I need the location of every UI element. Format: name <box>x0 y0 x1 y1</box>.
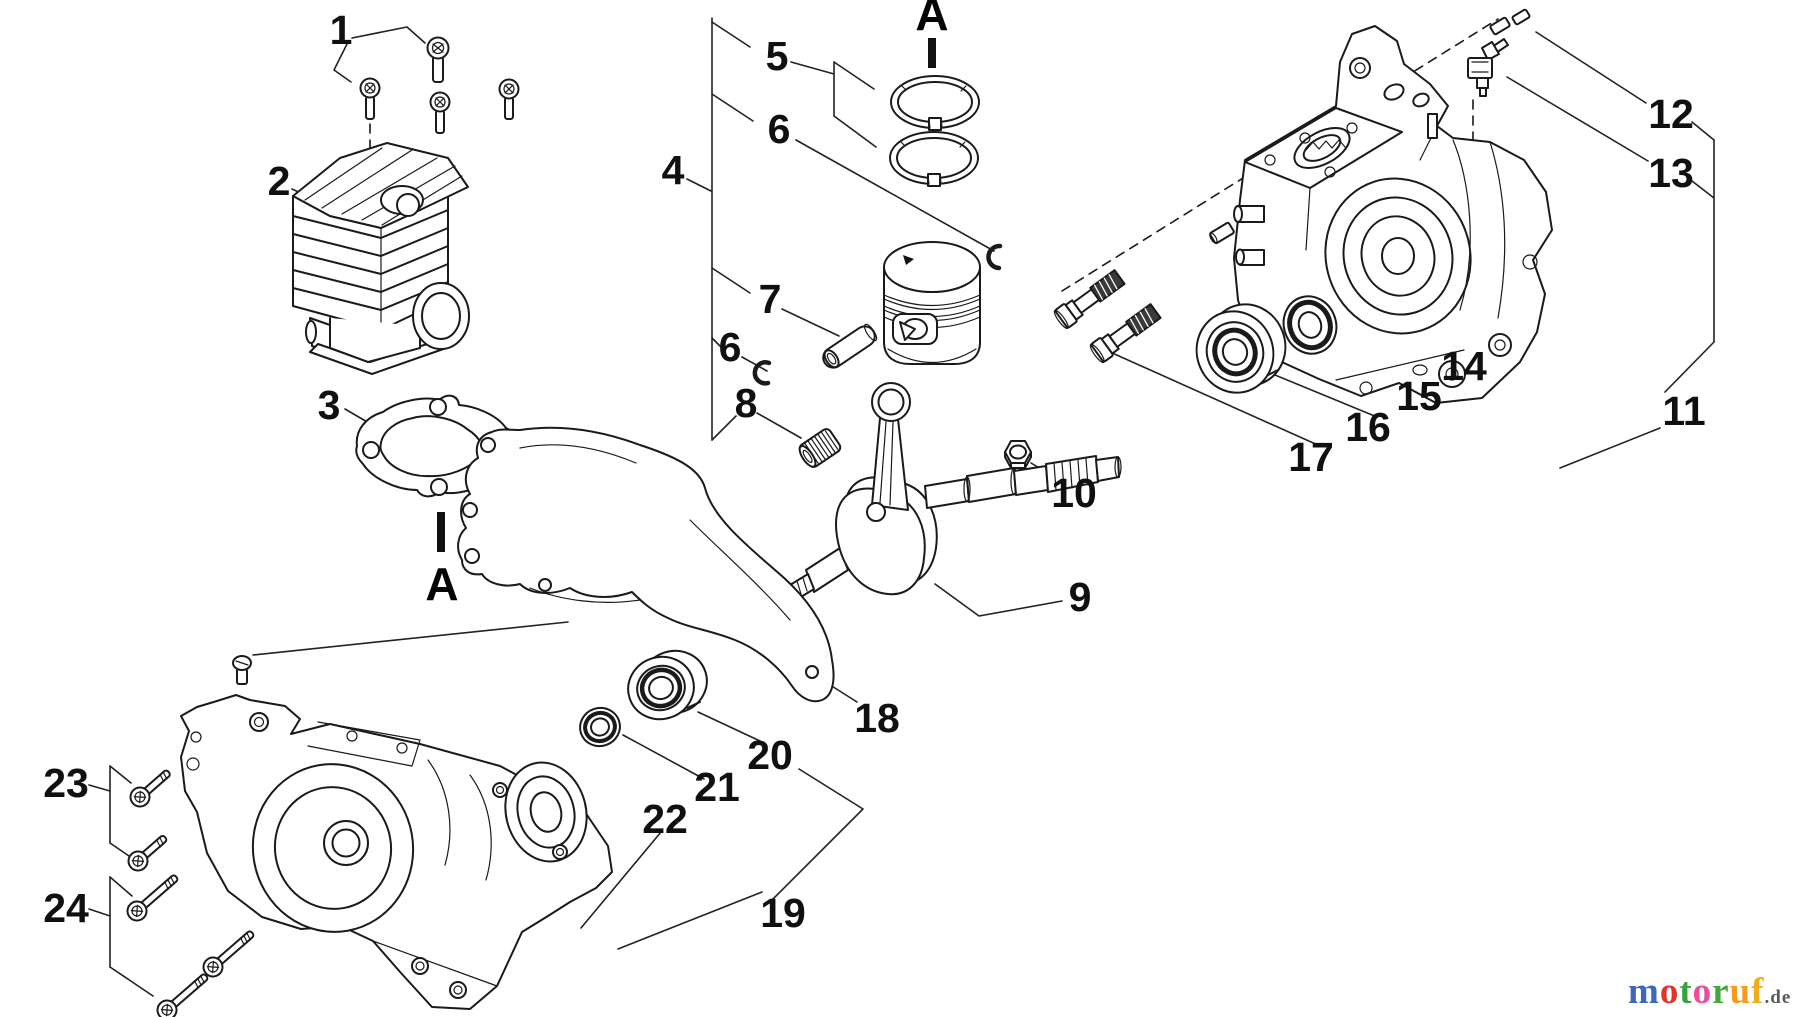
callout-22: 22 <box>642 796 688 842</box>
section-marker-bottom: A <box>425 512 459 610</box>
wrist-pin-drawing <box>822 323 878 369</box>
logo-letter: r <box>1712 971 1730 1012</box>
callout-labels: 1 2 3 4 5 6 7 6 8 9 10 11 12 13 14 15 16… <box>43 7 1705 936</box>
callout-14: 14 <box>1441 343 1487 389</box>
logo-letter: f <box>1751 971 1765 1012</box>
impulse-screw-lower-drawing <box>1089 303 1162 364</box>
callout-23: 23 <box>43 760 89 806</box>
callout-2: 2 <box>268 158 291 204</box>
callout-10: 10 <box>1051 470 1097 516</box>
callout-16: 16 <box>1345 404 1391 450</box>
oil-seal-21-drawing <box>579 706 621 748</box>
callout-5: 5 <box>766 33 789 79</box>
circlip-right-drawing <box>986 243 1003 271</box>
callout-7: 7 <box>759 276 782 322</box>
motoruf-logo[interactable]: motoruf.de <box>1628 970 1791 1013</box>
oil-seal-right-drawing <box>1282 295 1338 355</box>
dowel-pin-drawing <box>1209 221 1235 245</box>
callout-1: 1 <box>330 7 353 53</box>
case-bolts-24-drawing <box>126 874 255 1017</box>
logo-letter: m <box>1628 971 1660 1012</box>
callout-18: 18 <box>854 695 900 741</box>
piston-rings-drawing <box>889 75 980 187</box>
callout-6b: 6 <box>719 324 742 370</box>
impulse-screw-upper-drawing <box>1053 269 1126 330</box>
callout-11: 11 <box>1662 388 1705 434</box>
callout-9: 9 <box>1069 574 1092 620</box>
cylinder-bolts-drawing <box>359 36 520 134</box>
callout-21: 21 <box>694 764 740 810</box>
callout-4: 4 <box>662 147 685 193</box>
callout-17: 17 <box>1288 434 1334 480</box>
section-marker-bottom-bar <box>437 512 445 552</box>
callout-19: 19 <box>760 890 806 936</box>
section-marker-bottom-label: A <box>425 558 458 610</box>
logo-letter: u <box>1729 971 1752 1012</box>
ball-bearing-20-drawing <box>627 649 708 721</box>
callout-13: 13 <box>1648 150 1694 196</box>
callout-24: 24 <box>43 885 89 931</box>
hex-nut-drawing <box>1004 440 1032 469</box>
section-marker-top-bar <box>928 38 936 68</box>
small-pin-b-drawing <box>1511 8 1531 26</box>
section-marker-top-label: A <box>915 0 948 40</box>
logo-letter: t <box>1679 971 1693 1012</box>
grease-fitting-drawing <box>1467 38 1509 97</box>
callout-6a: 6 <box>768 106 791 152</box>
callout-3: 3 <box>318 382 341 428</box>
logo-letter: o <box>1692 971 1713 1012</box>
callout-8: 8 <box>735 380 758 426</box>
flywheel-crankcase-drawing <box>180 694 613 1010</box>
crankshaft-drawing <box>789 382 1122 601</box>
logo-letter: o <box>1659 971 1680 1012</box>
small-pin-a-drawing <box>1489 16 1511 36</box>
section-marker-top: A <box>915 0 949 68</box>
callout-12: 12 <box>1648 91 1694 137</box>
crankcase-gasket-drawing <box>457 426 835 703</box>
logo-suffix: .de <box>1764 987 1792 1008</box>
callout-15: 15 <box>1396 373 1442 419</box>
case-bolts-23-drawing <box>127 769 171 872</box>
cylinder-drawing <box>292 142 470 375</box>
piston-drawing <box>883 241 981 365</box>
plug-screw-drawing <box>232 655 252 685</box>
circlip-left-drawing <box>752 360 772 386</box>
ball-bearing-right-drawing <box>1195 303 1287 394</box>
needle-bearing-drawing <box>798 428 842 468</box>
callout-20: 20 <box>747 732 793 778</box>
